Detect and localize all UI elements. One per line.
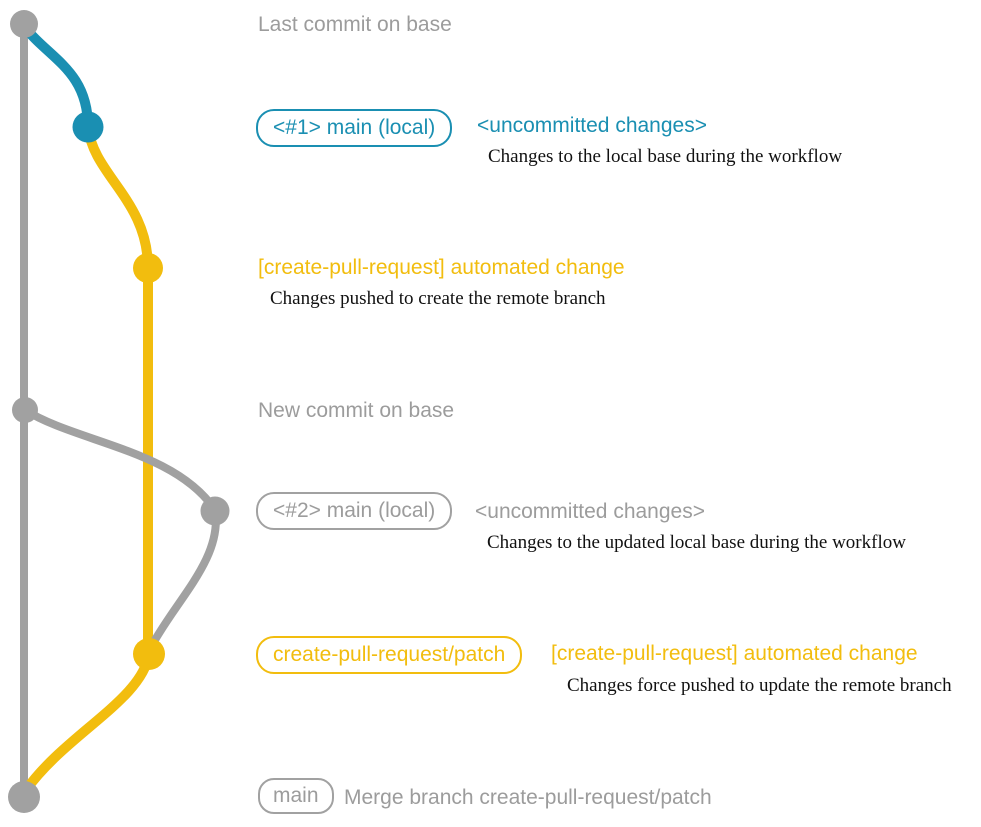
commit-desc-uncommitted-2: Changes to the updated local base during… [487, 532, 906, 553]
branch-badge-patch: create-pull-request/patch [256, 636, 523, 675]
label-new-commit-on-base: New commit on base [258, 399, 455, 422]
commit-dot-last-base [10, 10, 38, 38]
git-graph [8, 10, 230, 813]
commit-title-uncommitted-2: <uncommitted changes> [475, 500, 705, 523]
patch-branch-line [83, 126, 153, 655]
label-last-commit-on-base: Last commit on base [258, 13, 452, 36]
commit-desc-automated-2: Changes force pushed to update the remot… [567, 675, 952, 696]
commit-title-automated-2: [create-pull-request] automated change [551, 642, 918, 665]
rebase-curve-in [147, 509, 220, 649]
commit-dot-merge [8, 781, 40, 813]
commit-title-uncommitted-1: <uncommitted changes> [477, 114, 707, 137]
branch-badge-main-local-2: <#2> main (local) [256, 492, 453, 531]
commit-dot-automated-1 [133, 253, 163, 283]
commit-dot-new-base [12, 397, 38, 423]
commit-desc-automated-1: Changes pushed to create the remote bran… [270, 288, 606, 309]
commit-desc-uncommitted-1: Changes to the local base during the wor… [488, 146, 843, 167]
commit-dot-uncommitted-1 [72, 111, 104, 143]
patch-merge-curve [21, 652, 154, 793]
rebase-curve-out [22, 406, 219, 513]
commit-dot-automated-2 [133, 638, 165, 670]
branch-badge-main-local-1: <#1> main (local) [256, 109, 453, 148]
label-merge-commit: Merge branch create-pull-request/patch [344, 786, 712, 809]
main-local-branch-curve [20, 22, 93, 128]
commit-title-automated-1: [create-pull-request] automated change [258, 256, 625, 279]
commit-dot-uncommitted-2 [200, 496, 230, 526]
branch-badge-main: main [258, 778, 334, 815]
